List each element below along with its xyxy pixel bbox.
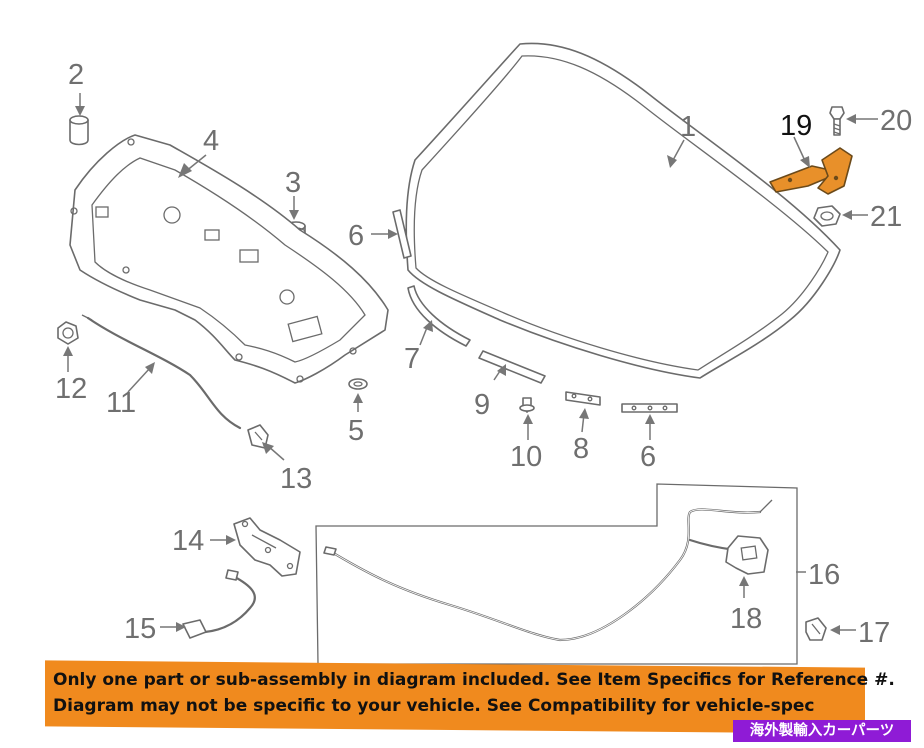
- clip: [519, 397, 535, 413]
- callout-6-upper: 6: [348, 220, 364, 252]
- cable-clip: [805, 617, 827, 641]
- callout-8: 8: [573, 433, 589, 465]
- hinge-nut: [813, 205, 841, 227]
- release-cable-assembly: [315, 483, 798, 665]
- latch-sensor: [182, 569, 256, 639]
- hood-insulator: [69, 134, 389, 384]
- hinge-bolt: [829, 106, 845, 136]
- callout-2: 2: [68, 59, 84, 91]
- callout-21: 21: [870, 201, 902, 233]
- disclaimer-banner: Only one part or sub-assembly in diagram…: [45, 660, 895, 734]
- callout-9: 9: [474, 389, 490, 421]
- release-handle: [725, 535, 769, 575]
- callout-4: 4: [203, 125, 219, 157]
- callout-17: 17: [858, 617, 890, 649]
- callout-20: 20: [880, 105, 912, 137]
- callout-16: 16: [808, 559, 840, 591]
- callout-19: 19: [780, 110, 812, 142]
- callout-13: 13: [280, 463, 312, 495]
- hood-latch: [233, 517, 301, 577]
- callout-15: 15: [124, 613, 156, 645]
- bracket-strip-small: [565, 391, 601, 406]
- callout-1: 1: [680, 111, 696, 143]
- banner-line-1: Only one part or sub-assembly in diagram…: [53, 670, 895, 690]
- hood-hinge: [769, 147, 853, 195]
- callout-numbers: 2 3 4 5 6 1 7 9 10 8 6 11 12 13 14 15 16…: [55, 59, 912, 649]
- seal-strip-lower: [478, 350, 546, 384]
- bracket-strip-large: [621, 403, 678, 413]
- callout-6-lower: 6: [640, 441, 656, 473]
- shop-badge: 海外製輸入カーパーツ: [733, 720, 911, 742]
- callout-3: 3: [285, 167, 301, 199]
- callout-12: 12: [55, 373, 87, 405]
- prop-rod: [81, 314, 242, 430]
- leader-lines: [63, 93, 878, 635]
- callout-10: 10: [510, 441, 542, 473]
- rod-holder: [247, 424, 269, 449]
- grommet: [57, 321, 79, 345]
- callout-18: 18: [730, 603, 762, 635]
- washer: [348, 378, 368, 390]
- bumper-cushion: [69, 115, 89, 146]
- callout-11: 11: [106, 387, 136, 419]
- callout-14: 14: [172, 525, 204, 557]
- seal-strip-upper: [392, 209, 412, 259]
- callout-5: 5: [348, 415, 364, 447]
- curved-seal: [407, 285, 471, 347]
- banner-line-2: Diagram may not be specific to your vehi…: [53, 696, 815, 716]
- callout-7: 7: [404, 343, 420, 375]
- hood-panel: [405, 42, 841, 379]
